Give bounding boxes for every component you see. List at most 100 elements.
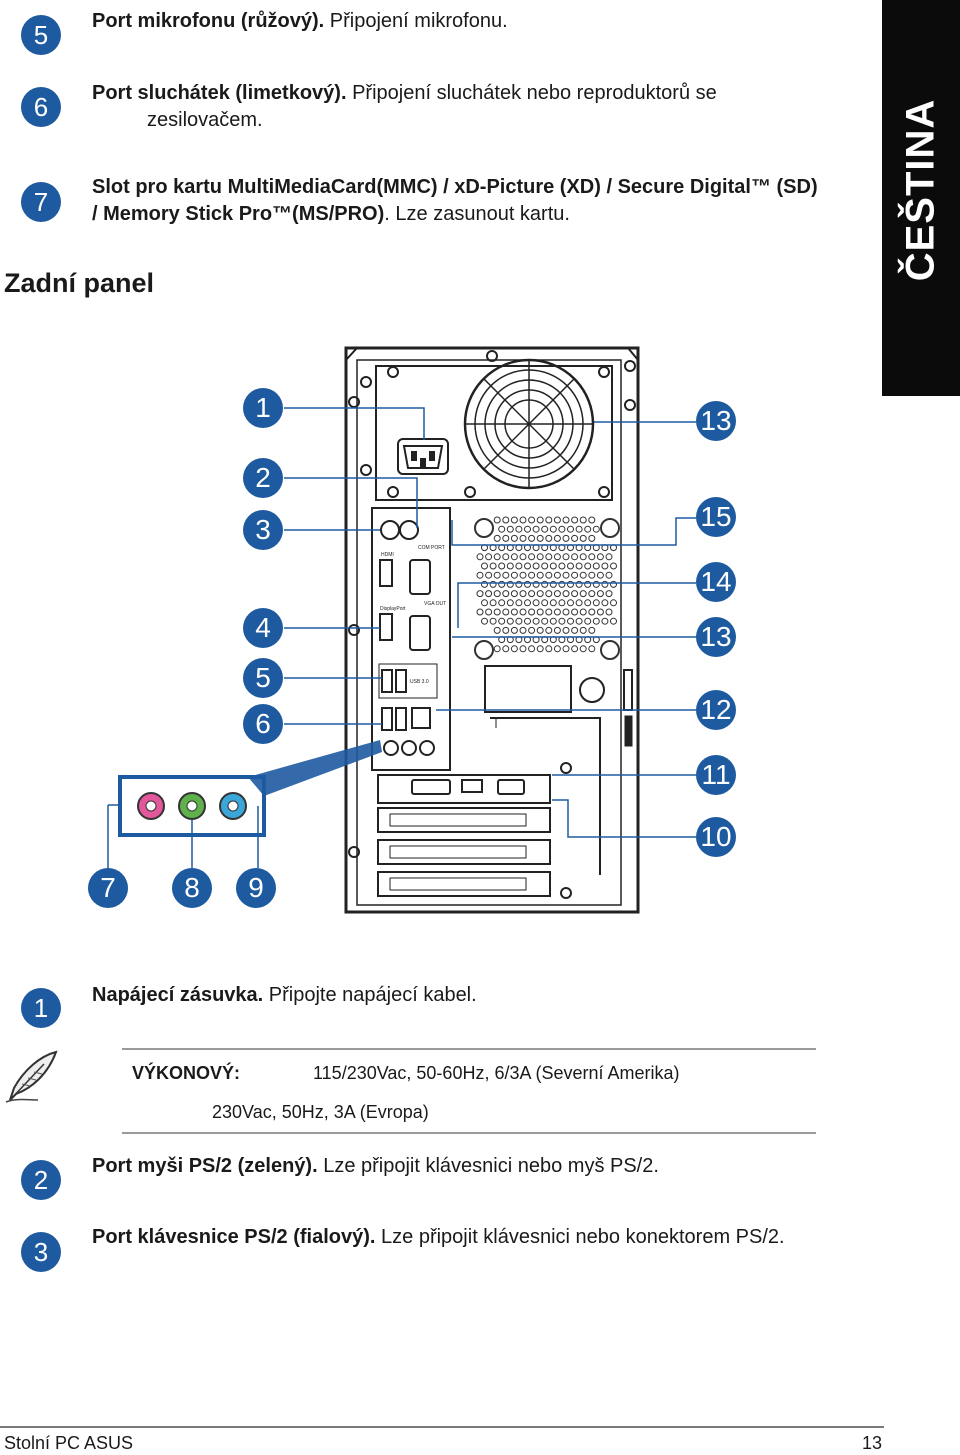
ps2-port-right [399,520,419,540]
vent-hole [571,608,579,616]
vent-hole [515,580,523,588]
vent-hole [528,553,536,561]
vent-hole [605,608,613,616]
vent-hole [588,516,596,524]
note-top-rule [122,1048,816,1050]
ps2-port-left [380,520,400,540]
vent-hole [553,534,561,542]
item-7-text: Slot pro kartu MultiMediaCard(MMC) / xD-… [92,174,818,228]
vent-hole [571,553,579,561]
usb3-port-2 [395,669,407,693]
vent-hole [562,553,570,561]
item-number-6: 6 [21,87,61,127]
vent-hole [476,590,484,598]
item-1-title: Napájecí zásuvka. [92,984,264,1006]
vent-hole [489,599,497,607]
note-line-2: 230Vac, 50Hz, 3A (Evropa) [212,1102,429,1122]
vent-hole [524,617,531,625]
rear-panel-diagram: HDMI DisplayPort COM PORT VGA OUT USB 3.… [107,346,696,914]
vent-hole [553,553,561,561]
callout-9: 9 [236,868,276,908]
vent-hole [532,525,540,533]
vent-hole [575,525,583,533]
callout-11: 11 [696,755,736,795]
item-2-text: Port myši PS/2 (zelený). Lze připojit kl… [92,1153,659,1180]
item-number-5: 5 [21,15,61,55]
vent-hole [588,626,596,634]
vent-hole [493,608,501,616]
vent-hole [498,580,506,588]
vent-hole [532,617,540,625]
vent-hole [596,571,604,579]
vent-hole [502,516,510,524]
vent-hole [493,645,501,653]
item-3-text: Port klávesnice PS/2 (fialový). Lze přip… [92,1224,785,1251]
vent-hole [571,516,579,524]
vent-hole [515,617,523,625]
vent-hole [536,516,544,524]
vent-hole [528,590,536,598]
vent-hole [579,645,587,653]
vent-hole [532,599,540,607]
vent-hole [515,599,523,607]
vent-hole [502,553,510,561]
vent-hole [610,562,617,570]
vent-hole [571,590,579,598]
vent-hole [524,562,531,570]
item-1-text: Napájecí zásuvka. Připojte napájecí kabe… [92,982,477,1009]
vent-hole [498,617,506,625]
vent-hole [596,553,604,561]
vent-hole [571,626,579,634]
vent-hole [584,580,592,588]
vent-hole [524,599,531,607]
vent-hole [553,645,561,653]
item-6-desc-cont: zesilovačem. [147,109,263,131]
vent-hole [562,645,570,653]
hdmi-port [379,559,393,587]
vent-hole [567,580,574,588]
audio-zoom-callout [118,740,382,837]
item-number-3: 3 [21,1232,61,1272]
vent-hole [592,525,600,533]
callout-6: 6 [243,704,283,744]
vent-hole [562,590,570,598]
item-6-text: Port sluchátek (limetkový). Připojení sl… [92,80,717,134]
vent-hole [553,571,561,579]
vent-hole [476,553,484,561]
vent-hole [502,571,510,579]
callout-4: 4 [243,608,283,648]
chassis-outline [344,346,640,914]
vent-hole [485,590,493,598]
vent-hole [553,516,561,524]
vent-hole [541,562,549,570]
vga-label: VGA OUT [424,601,446,607]
vent-hole [571,534,579,542]
vent-hole [532,580,540,588]
item-5-desc: Připojení mikrofonu. [324,10,508,32]
vent-hole [588,534,596,542]
vent-hole [562,571,570,579]
vent-hole [493,516,501,524]
vent-hole [485,571,493,579]
vent-hole [510,608,518,616]
feather-quill-icon [5,1050,58,1103]
vent-hole [562,608,570,616]
vent-hole [553,608,561,616]
item-number-1: 1 [21,988,61,1028]
psu-frame [375,365,613,501]
vent-hole [601,617,609,625]
vent-hole [558,580,566,588]
vent-hole [476,571,484,579]
item-5-text: Port mikrofonu (růžový). Připojení mikro… [92,8,508,35]
vent-hole [476,608,484,616]
vent-hole [575,617,583,625]
item-2-title: Port myši PS/2 (zelený). [92,1155,318,1177]
vent-hole [493,590,501,598]
vent-hole [567,599,574,607]
vent-hole [588,553,596,561]
vent-hole [510,534,518,542]
vent-hole [485,553,493,561]
audio-jack-2 [401,740,417,756]
hdmi-label: HDMI [381,552,394,558]
vent-hole [528,645,536,653]
